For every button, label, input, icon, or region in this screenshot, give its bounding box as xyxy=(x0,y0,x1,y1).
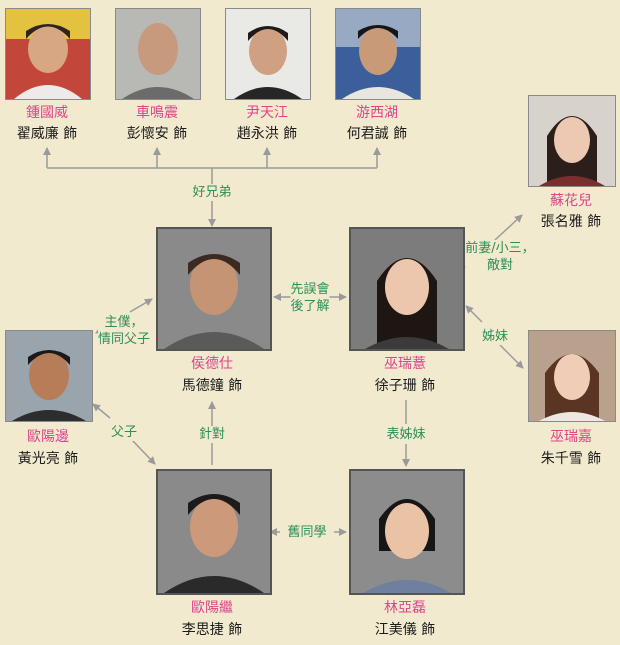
portrait-su xyxy=(528,95,616,187)
relation-master-servant-line1: 主僕， xyxy=(104,315,144,330)
role-wu-ruijia: 巫瑞嘉 xyxy=(550,429,592,445)
portrait-hou xyxy=(156,227,272,351)
relation-cousins: 表姊妹 xyxy=(386,426,426,443)
actor-ouyang-bian: 黃光亮 飾 xyxy=(17,451,79,467)
portrait-wu-ruiyi xyxy=(349,227,465,351)
portrait-ouyang-bian xyxy=(5,330,93,422)
role-ouyang-bian: 歐陽邊 xyxy=(27,429,69,445)
role-che: 車鳴震 xyxy=(136,105,178,121)
role-lin: 林亞磊 xyxy=(384,600,426,616)
relation-master-servant: 主僕， 情同父子 xyxy=(97,314,151,348)
role-wu-ruiyi: 巫瑞薏 xyxy=(384,356,426,372)
relation-misunderstand-line2: 後了解 xyxy=(290,299,330,314)
portrait-wu-ruijia xyxy=(528,330,616,422)
actor-lin: 江美儀 飾 xyxy=(374,622,436,638)
portrait-lin xyxy=(349,469,465,595)
actor-che: 彭懷安 飾 xyxy=(126,126,188,142)
relation-good-brothers: 好兄弟 xyxy=(192,184,232,201)
role-su: 蘇花兒 xyxy=(550,193,592,209)
relation-ex-wife-line1: 前妻/小三， xyxy=(465,241,535,256)
actor-su: 張名雅 飾 xyxy=(540,214,602,230)
actor-you: 何君誠 飾 xyxy=(346,126,408,142)
relation-sisters: 姊妹 xyxy=(481,328,509,345)
relation-misunderstand-line1: 先誤會 xyxy=(290,282,330,297)
portrait-zhong xyxy=(5,8,91,100)
portrait-you xyxy=(335,8,421,100)
relation-classmates: 舊同學 xyxy=(287,524,327,541)
portrait-yin xyxy=(225,8,311,100)
role-zhong: 鍾國威 xyxy=(26,105,68,121)
role-yin: 尹天江 xyxy=(246,105,288,121)
role-ouyang-ji: 歐陽繼 xyxy=(191,600,233,616)
role-hou: 侯德仕 xyxy=(191,356,233,372)
portrait-ouyang-ji xyxy=(156,469,272,595)
relation-father-son: 父子 xyxy=(110,424,138,441)
actor-wu-ruiyi: 徐子珊 飾 xyxy=(374,378,436,394)
relation-master-servant-line2: 情同父子 xyxy=(97,332,151,347)
actor-yin: 趙永洪 飾 xyxy=(236,126,298,142)
relation-ex-wife-line2: 敵對 xyxy=(486,258,514,273)
portrait-che xyxy=(115,8,201,100)
actor-zhong: 翟威廉 飾 xyxy=(16,126,78,142)
relation-misunderstand: 先誤會 後了解 xyxy=(290,281,330,315)
actor-wu-ruijia: 朱千雪 飾 xyxy=(540,451,602,467)
role-you: 游西湖 xyxy=(356,105,398,121)
actor-hou: 馬德鐘 飾 xyxy=(181,378,243,394)
actor-ouyang-ji: 李思捷 飾 xyxy=(181,622,243,638)
relation-against: 針對 xyxy=(198,426,226,443)
relation-ex-wife: 前妻/小三， 敵對 xyxy=(465,240,535,274)
